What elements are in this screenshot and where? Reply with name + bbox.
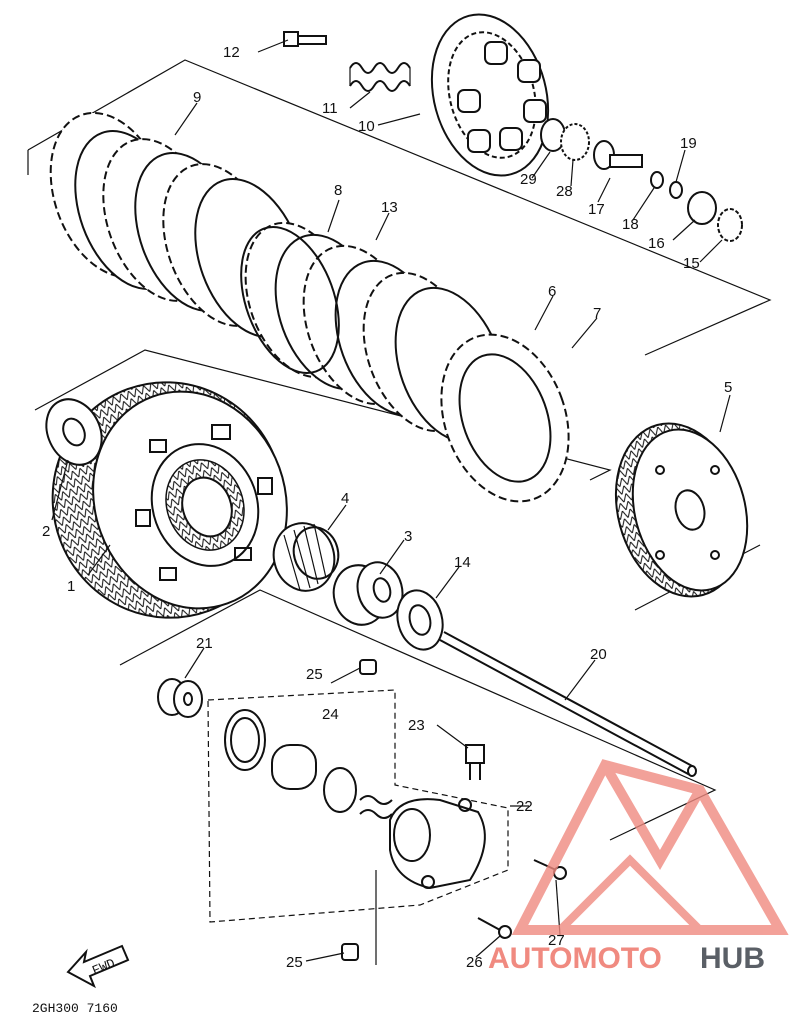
- part-push-rod-assembly: [540, 118, 743, 242]
- part-slave-cylinder: [389, 798, 486, 890]
- callout-5: 5: [724, 379, 732, 396]
- callout-9: 9: [193, 89, 201, 106]
- callout-1: 1: [67, 578, 75, 595]
- assembly-boundaries: [27, 59, 772, 965]
- watermark-word-a: AUTOMOTO: [488, 942, 662, 975]
- callout-24: 24: [322, 706, 339, 723]
- callout-25-bottom: 25: [286, 954, 303, 971]
- watermark-triangle-icon: [511, 759, 789, 935]
- part-clutch-housing: [51, 381, 288, 619]
- drawing-code: 2GH300 7160: [32, 1001, 118, 1016]
- part-pressure-plate: [614, 422, 749, 598]
- watermark-word-b: HUB: [700, 942, 765, 975]
- callout-26: 26: [466, 954, 483, 971]
- callout-29: 29: [520, 171, 537, 188]
- part-24-set: [224, 709, 393, 819]
- callout-19: 19: [680, 135, 697, 152]
- callout-3: 3: [404, 528, 412, 545]
- part-thrust-washer: [45, 398, 103, 466]
- callout-6: 6: [548, 283, 556, 300]
- part-bleed-valve: [465, 744, 485, 780]
- callout-25-top: 25: [306, 666, 323, 683]
- part-long-push-rod: [439, 631, 697, 777]
- watermark-logo: AUTOMOTO HUB: [488, 759, 789, 975]
- part-dowel-pins: [341, 659, 377, 961]
- callout-20: 20: [590, 646, 607, 663]
- callout-12: 12: [223, 44, 240, 61]
- part-clutch-plate-stack: [49, 111, 570, 503]
- callout-22: 22: [516, 798, 533, 815]
- part-clutch-spring: [349, 62, 411, 92]
- part-clutch-boss: [430, 13, 550, 177]
- part-cushion-ring: [240, 226, 340, 374]
- fwd-arrow: FWD: [66, 944, 130, 989]
- callout-7: 7: [593, 305, 601, 322]
- callout-10: 10: [358, 118, 375, 135]
- part-spacer-sleeve: [332, 561, 404, 626]
- callout-14: 14: [454, 554, 471, 571]
- callout-28: 28: [556, 183, 573, 200]
- callout-27: 27: [548, 932, 565, 949]
- callout-18: 18: [622, 216, 639, 233]
- part-bolts-26-27: [477, 859, 567, 939]
- part-washer-14: [396, 589, 444, 651]
- part-needle-bearing: [272, 522, 340, 592]
- callout-2: 2: [42, 523, 50, 540]
- callout-8: 8: [334, 182, 342, 199]
- callout-17: 17: [588, 201, 605, 218]
- callout-numbers: 1 2 3 4 5 6 7 8 9 10 11 12 13 14 15 16 1…: [42, 44, 732, 971]
- part-bolt-12: [283, 31, 327, 47]
- callout-13: 13: [381, 199, 398, 216]
- callout-4: 4: [341, 490, 349, 507]
- callout-11: 11: [322, 100, 338, 117]
- callout-15: 15: [683, 255, 700, 272]
- callout-16: 16: [648, 235, 665, 252]
- callout-23: 23: [408, 717, 425, 734]
- part-21: [157, 678, 203, 718]
- callout-21: 21: [196, 635, 213, 652]
- callout-leaders: [51, 39, 731, 962]
